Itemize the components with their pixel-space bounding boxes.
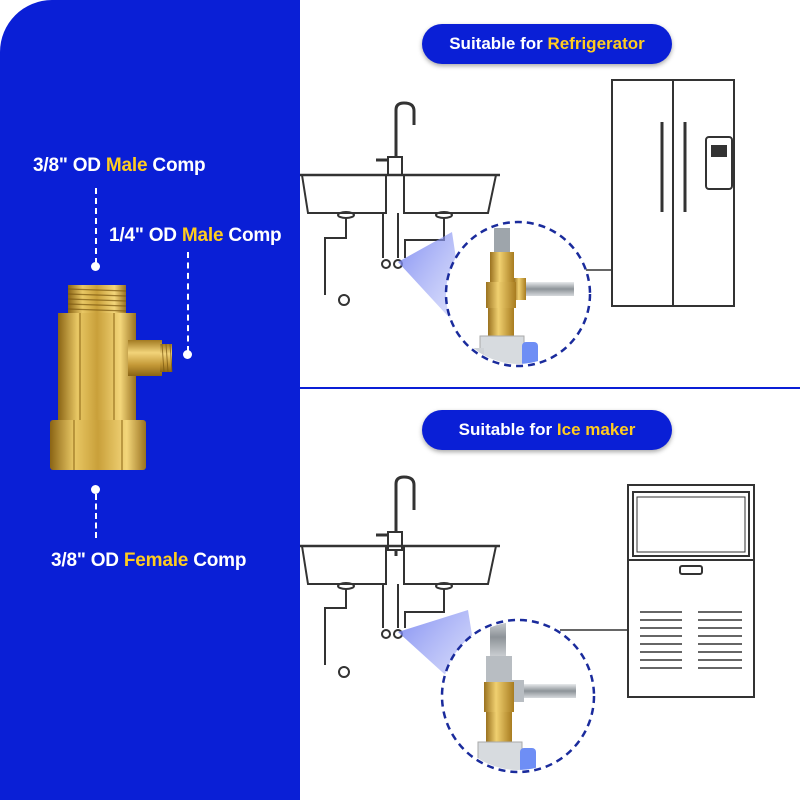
section-divider	[300, 387, 800, 389]
spec-label-14-male: 1/4" OD Male Comp	[109, 225, 282, 246]
sink-faucet-illustration	[300, 101, 612, 306]
callout-line-top	[95, 188, 97, 264]
spec-label-38-female: 3/8" OD Female Comp	[51, 550, 247, 571]
brass-tee-fitting-image	[50, 285, 173, 470]
callout-line-side	[187, 252, 189, 352]
ice-maker-badge: Suitable for Ice maker	[422, 410, 672, 450]
valve-zoom-circle-top	[444, 220, 592, 368]
callout-line-bottom	[95, 494, 97, 538]
ice-maker-illustration	[627, 484, 755, 698]
valve-zoom-circle-bottom	[440, 618, 596, 774]
spec-panel: 3/8" OD Male Comp 1/4" OD Male Comp 3/8"…	[0, 0, 300, 800]
spec-label-38-male: 3/8" OD Male Comp	[33, 155, 206, 176]
refrigerator-illustration	[611, 79, 735, 307]
callout-dot-side	[183, 350, 192, 359]
sink-faucet-illustration-2	[300, 475, 628, 678]
callout-dot-top	[91, 262, 100, 271]
callout-dot-bottom	[91, 485, 100, 494]
refrigerator-badge: Suitable for Refrigerator	[422, 24, 672, 64]
